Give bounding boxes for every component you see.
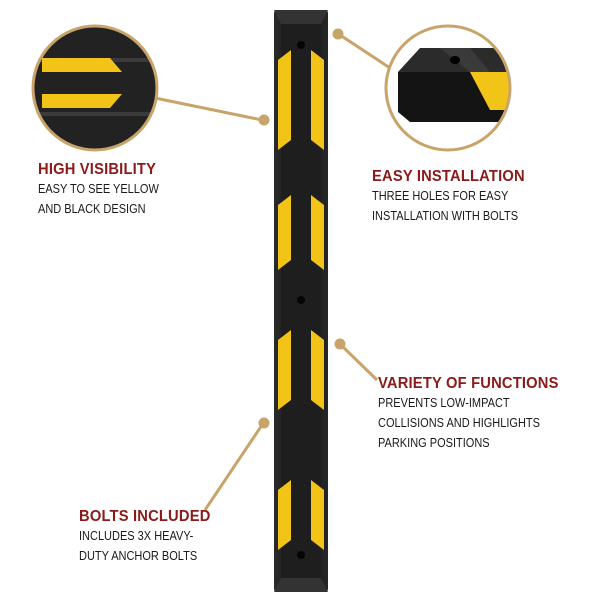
callout-dot-functions	[334, 338, 346, 350]
feature-title: HIGH VISIBILITY	[38, 161, 157, 178]
feature-description-line: THREE HOLES FOR EASY	[372, 189, 509, 203]
feature-description: PREVENTS LOW-IMPACT COLLISIONS AND HIGHL…	[378, 393, 551, 453]
feature-description-line: PREVENTS LOW-IMPACT	[378, 396, 510, 410]
reflector-stripes	[278, 50, 324, 550]
feature-title: EASY INSTALLATION	[372, 168, 525, 185]
callout-line-visibility	[154, 96, 263, 122]
callout-line-functions	[340, 344, 379, 382]
feature-description: EASY TO SEE YELLOW AND BLACK DESIGN	[38, 179, 159, 219]
feature-description: INCLUDES 3X HEAVY- DUTY ANCHOR BOLTS	[79, 526, 205, 566]
hole-closeup	[384, 24, 512, 152]
feature-title: VARIETY OF FUNCTIONS	[378, 375, 559, 392]
callout-line-installation	[339, 33, 391, 70]
feature-easy-installation: EASY INSTALLATION THREE HOLES FOR EASY I…	[372, 167, 538, 226]
feature-description-line: PARKING POSITIONS	[378, 436, 490, 450]
callout-dot-visibility	[258, 114, 270, 126]
feature-title: BOLTS INCLUDED	[79, 508, 211, 525]
feature-description-line: COLLISIONS AND HIGHLIGHTS	[378, 416, 540, 430]
parking-stop-product	[274, 10, 328, 592]
feature-high-visibility: HIGH VISIBILITY EASY TO SEE YELLOW AND B…	[38, 160, 175, 219]
callout-dot-bolts	[258, 417, 270, 429]
bolt-hole-top	[297, 41, 305, 49]
feature-description-line: AND BLACK DESIGN	[38, 202, 146, 216]
feature-variety-of-functions: VARIETY OF FUNCTIONS PREVENTS LOW-IMPACT…	[378, 374, 574, 453]
feature-description-line: EASY TO SEE YELLOW	[38, 182, 159, 196]
feature-description-line: INCLUDES 3X HEAVY-	[79, 529, 194, 543]
callout-line-bolts	[203, 424, 264, 511]
bolt-hole-bottom	[297, 551, 305, 559]
callout-dot-installation	[332, 28, 344, 40]
feature-bolts-included: BOLTS INCLUDED INCLUDES 3X HEAVY- DUTY A…	[79, 507, 222, 566]
reflector-closeup	[31, 24, 159, 152]
feature-description-line: INSTALLATION WITH BOLTS	[372, 209, 519, 223]
bolt-hole-middle	[297, 296, 305, 304]
feature-description-line: DUTY ANCHOR BOLTS	[79, 549, 198, 563]
feature-description: THREE HOLES FOR EASY INSTALLATION WITH B…	[372, 186, 518, 226]
callout-lines	[154, 28, 391, 511]
